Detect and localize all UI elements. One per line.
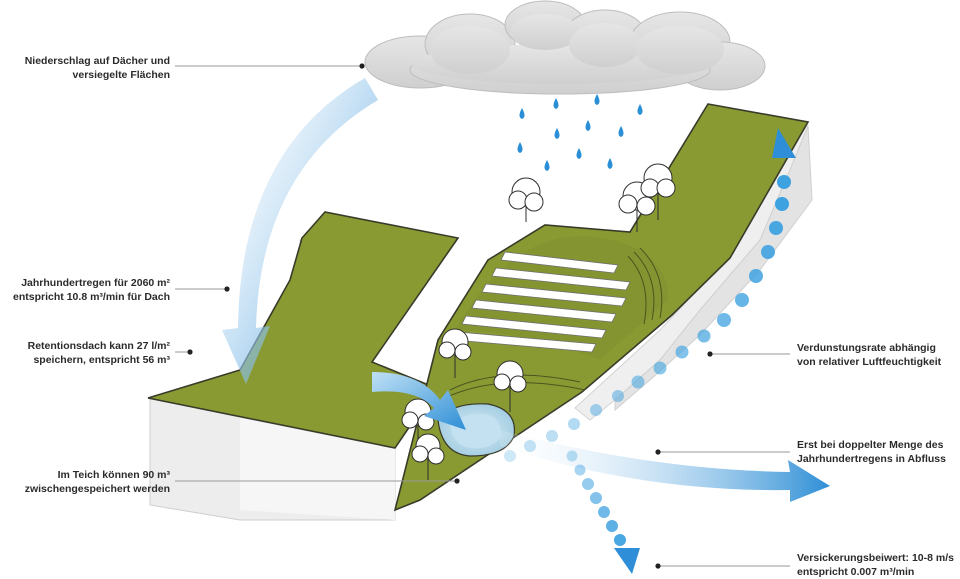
raindrop xyxy=(585,120,591,131)
raindrop xyxy=(618,126,624,137)
raindrop xyxy=(576,148,582,159)
tree xyxy=(618,181,656,232)
right-building xyxy=(393,103,813,512)
rain-cloud xyxy=(364,0,766,95)
infiltration-dots xyxy=(566,450,640,574)
evaporation-label: Verdunstungsrate abhängig von relativer … xyxy=(797,342,942,368)
tree xyxy=(493,360,527,412)
flow-arrows xyxy=(222,78,830,502)
tree xyxy=(508,177,544,222)
raindrop xyxy=(519,108,525,119)
runoff-arrow xyxy=(500,430,830,502)
trees xyxy=(401,163,676,480)
tree xyxy=(640,163,676,220)
leader-lines xyxy=(175,63,790,569)
raindrop xyxy=(554,128,560,139)
roof-to-pond-arrow xyxy=(372,372,466,430)
raindrop xyxy=(517,142,523,153)
precipitation-label: Niederschlag auf Dächer und versiegelte … xyxy=(24,55,170,81)
pond-storage-label: Im Teich können 90 m³ zwischengespeicher… xyxy=(24,469,170,495)
raindrops xyxy=(517,94,643,171)
runoff-label: Erst bei doppelter Menge des Jahrhundert… xyxy=(797,439,946,465)
raindrop xyxy=(637,104,643,115)
precipitation-arrow xyxy=(222,78,378,384)
tree xyxy=(438,328,472,378)
infiltration-label: Versickerungsbeiwert: 10-8 m/s entsprich… xyxy=(797,552,954,578)
evaporation-dots xyxy=(504,128,796,462)
raindrop xyxy=(553,98,559,109)
century-rain-label: Jahrhundertregen für 2060 m² entspricht … xyxy=(13,277,170,303)
solar-panels xyxy=(453,251,631,353)
tree xyxy=(411,433,445,480)
raindrop xyxy=(594,94,600,105)
retention-roof-label: Retentionsdach kann 27 l/m² speichern, e… xyxy=(27,340,170,366)
raindrop xyxy=(544,160,550,171)
raindrop xyxy=(607,158,613,169)
